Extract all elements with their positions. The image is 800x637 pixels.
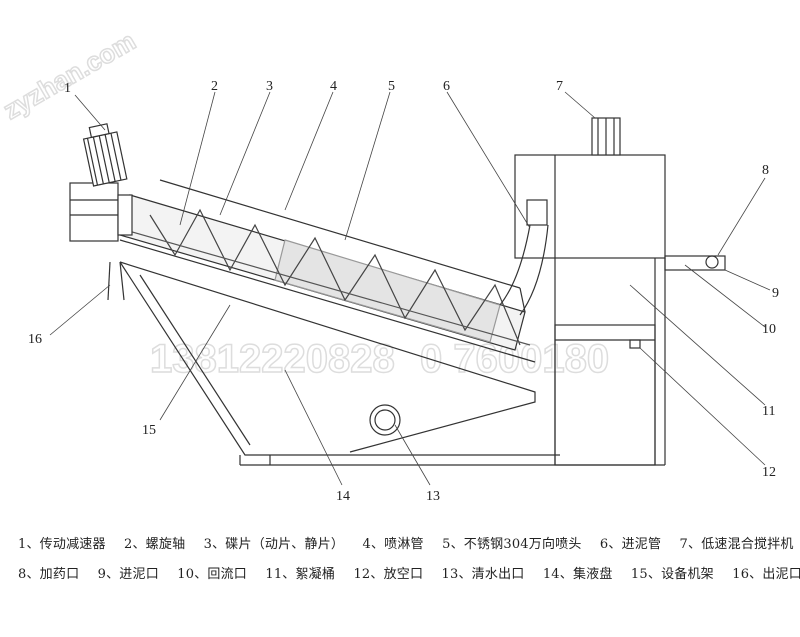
gear-reducer [69, 123, 133, 301]
legend-item: 10、回流口 [177, 567, 247, 582]
callout-5: 5 [388, 79, 395, 94]
callout-12: 12 [762, 465, 776, 480]
legend-item: 9、进泥口 [97, 567, 159, 582]
callout-13: 13 [426, 489, 440, 504]
mixer-motor [591, 117, 621, 156]
legend-item: 3、碟片（动片、静片） [203, 537, 345, 552]
screw-tube [117, 179, 536, 363]
legend-item: 11、絮凝桶 [265, 567, 336, 582]
callout-9: 9 [772, 286, 779, 301]
legend-item: 14、集液盘 [542, 567, 613, 582]
callout-14: 14 [336, 489, 350, 504]
callout-6: 6 [443, 79, 450, 94]
legend-item: 12、放空口 [353, 567, 424, 582]
legend-item: 13、清水出口 [441, 567, 525, 582]
callout-4: 4 [330, 79, 337, 94]
svg-text:zyzhan.com: zyzhan.com [0, 26, 141, 126]
callout-11: 11 [762, 404, 775, 419]
legend-item: 6、进泥管 [599, 537, 662, 552]
screw-press-diagram: zyzhan.com 13812220828 0 7600180 [0, 25, 779, 504]
legend-item: 15、设备机架 [630, 567, 714, 582]
callout-10: 10 [762, 322, 776, 337]
legend-item: 1、传动减速器 [18, 537, 106, 552]
legend-item: 7、低速混合搅拌机 [679, 537, 794, 552]
sludge-inlet-pipe [499, 199, 549, 316]
callout-1: 1 [64, 81, 71, 96]
legend-row-1: 1、传动减速器 2、螺旋轴 3、碟片（动片、静片） 4、喷淋管 5、不锈钢304… [18, 533, 800, 552]
legend-item: 16、出泥口 [732, 567, 800, 582]
legend-item: 5、不锈钢304万向喷头 [442, 537, 582, 552]
clear-water-outlet [369, 404, 401, 436]
callout-15: 15 [142, 423, 156, 438]
legend-row-2: 8、加药口 9、进泥口 10、回流口 11、絮凝桶 12、放空口 13、清水出口… [18, 563, 800, 582]
callout-7: 7 [556, 79, 563, 94]
callout-numbers: 1 2 3 4 5 6 7 8 9 10 11 12 13 14 15 16 [28, 79, 779, 504]
svg-text:13812220828: 13812220828 [150, 337, 395, 381]
legend-item: 4、喷淋管 [362, 537, 424, 552]
callout-8: 8 [762, 163, 769, 178]
callout-16: 16 [28, 332, 42, 347]
legend-item: 2、螺旋轴 [124, 537, 186, 552]
callout-3: 3 [266, 79, 273, 94]
legend-item: 8、加药口 [18, 567, 80, 582]
callout-2: 2 [211, 79, 218, 94]
